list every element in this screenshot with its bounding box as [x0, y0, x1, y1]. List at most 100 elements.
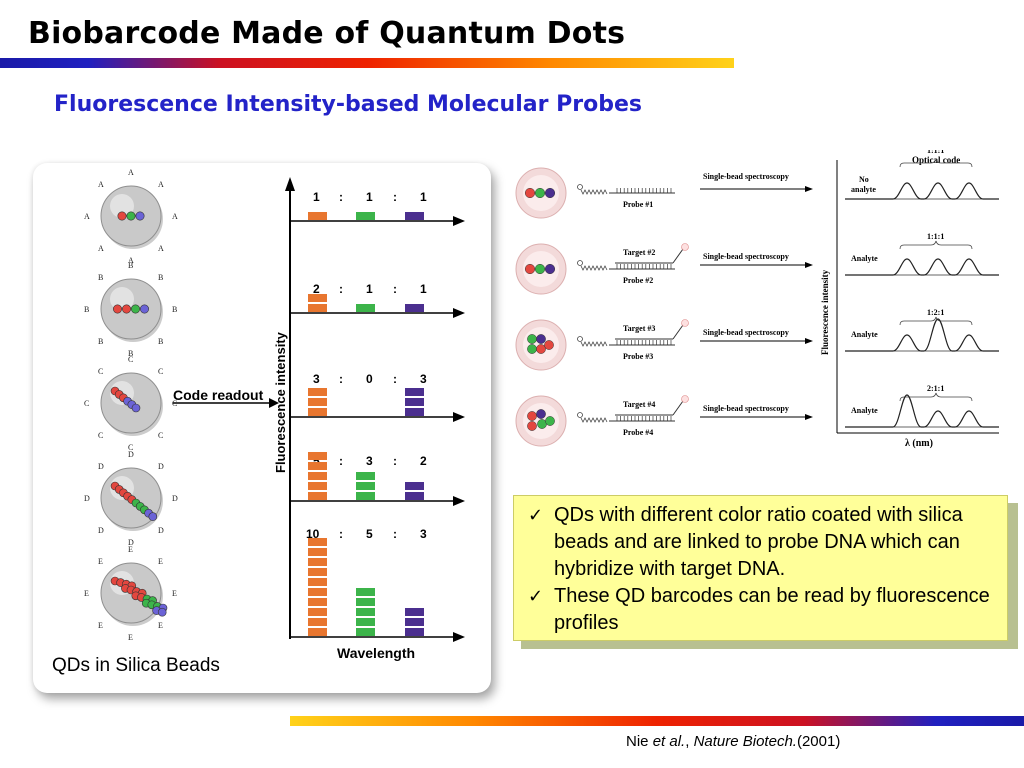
panel-caption: QDs in Silica Beads [52, 655, 220, 676]
intensity-segment [308, 538, 327, 546]
left-x-axis-label: Wavelength [337, 645, 415, 661]
quantum-dot [140, 304, 150, 314]
quantum-dot [135, 211, 145, 221]
intensity-segment [308, 452, 327, 460]
quantum-dot [113, 304, 123, 314]
intensity-segment [405, 212, 424, 220]
intensity-segment [405, 492, 424, 500]
bead-label: D [98, 526, 104, 535]
analyte-label: Analyte [851, 406, 878, 415]
quantum-dot [536, 334, 546, 344]
qd-barcode-figure: AAAAAAAABBBBBBBBCCCCCCCCDDDDDDDDEEEEEEEE… [84, 168, 465, 661]
bead-label: B [128, 261, 133, 270]
citation: Nie et al., Nature Biotech.(2001) [626, 733, 840, 750]
citation-author: Nie [626, 733, 653, 750]
intensity-segment [308, 408, 327, 416]
ratio-value: 3 [366, 454, 373, 468]
quantum-dot [534, 263, 546, 275]
intensity-segment [405, 408, 424, 416]
ratio-value: 1 [313, 190, 320, 204]
ratio-separator: : [339, 372, 343, 386]
quantum-dot [527, 411, 537, 421]
emission-spectrum [845, 182, 999, 200]
spectrum-row: 10:5:3 [290, 527, 465, 642]
code-readout-arrowhead [269, 398, 279, 408]
bead-label: C [98, 431, 103, 440]
ratio-value: 3 [420, 527, 427, 541]
quantum-dot [527, 344, 537, 354]
quantum-dot [126, 211, 136, 221]
quantum-dot [544, 340, 554, 350]
ratio-value: 0 [366, 372, 373, 386]
citation-journal: Nature Biotech. [693, 733, 797, 750]
spectroscopy-label: Single-bead spectroscopy [703, 404, 789, 413]
slide-subtitle: Fluorescence Intensity-based Molecular P… [54, 92, 642, 117]
intensity-segment [308, 608, 327, 616]
ratio-value: 1 [366, 190, 373, 204]
bead-label: B [98, 337, 103, 346]
spectroscopy-label: Single-bead spectroscopy [703, 252, 789, 261]
target-tail [672, 324, 684, 340]
bead-label: A [172, 212, 178, 221]
footer-bar [290, 716, 1024, 726]
quantum-dot [117, 211, 127, 221]
linker-node [577, 336, 583, 342]
target-tail [672, 400, 684, 416]
bead-label: B [158, 337, 163, 346]
quantum-dot [544, 187, 556, 199]
bead-label: A [128, 256, 134, 265]
quantum-dot [534, 187, 546, 199]
ratio-value: 5 [366, 527, 373, 541]
intensity-segment [308, 558, 327, 566]
probe-hybridization-figure: Optical code Fluorescence intensity λ (n… [505, 146, 1005, 460]
intensity-segment [308, 492, 327, 500]
linker-chain [580, 189, 608, 195]
spectrum-row: 5:3:2 [290, 452, 465, 506]
bead-label: A [98, 244, 104, 253]
bead-label: D [172, 494, 178, 503]
probe-label: Probe #3 [623, 352, 653, 361]
silica-bead-c: CCCCCCCC [84, 355, 177, 452]
bead-label: E [128, 633, 133, 642]
intensity-segment [405, 482, 424, 490]
spectroscopy-arrowhead [805, 338, 813, 344]
bead-label: E [158, 557, 163, 566]
intensity-segment [308, 304, 327, 312]
intensity-segment [356, 472, 375, 480]
spectrum-row: 2:1:1 [290, 282, 465, 318]
linker-chain [580, 341, 608, 347]
linker-chain [580, 417, 608, 423]
intensity-segment [308, 548, 327, 556]
quantum-dot [527, 334, 537, 344]
linker-node [577, 184, 583, 190]
bead-label: A [98, 180, 104, 189]
ratio-value: 1 [366, 282, 373, 296]
probe-label: Probe #2 [623, 276, 653, 285]
intensity-segment [308, 568, 327, 576]
bead-label: B [84, 305, 89, 314]
left-y-axis-label: Fluorescence intensity [273, 331, 288, 473]
bead-label: E [98, 621, 103, 630]
target-dye [681, 395, 689, 403]
intensity-segment [405, 608, 424, 616]
callout-bullet-text: These QD barcodes can be read by fluores… [554, 585, 990, 634]
intensity-segment [308, 388, 327, 396]
ratio-separator: : [393, 527, 397, 541]
code-readout-label: Code readout [173, 387, 264, 403]
quantum-dot [544, 263, 556, 275]
bead-label: E [98, 557, 103, 566]
intensity-segment [356, 628, 375, 636]
optical-code-value: 1:1:1 [927, 150, 944, 155]
analyte-label: analyte [851, 185, 876, 194]
spectroscopy-arrowhead [805, 262, 813, 268]
intensity-segment [308, 212, 327, 220]
checkmark-icon: ✓ [528, 586, 544, 607]
spectroscopy-label: Single-bead spectroscopy [703, 328, 789, 337]
target-label: Target #4 [623, 400, 655, 409]
target-dye [681, 243, 689, 251]
ratio-value: 1 [420, 282, 427, 296]
